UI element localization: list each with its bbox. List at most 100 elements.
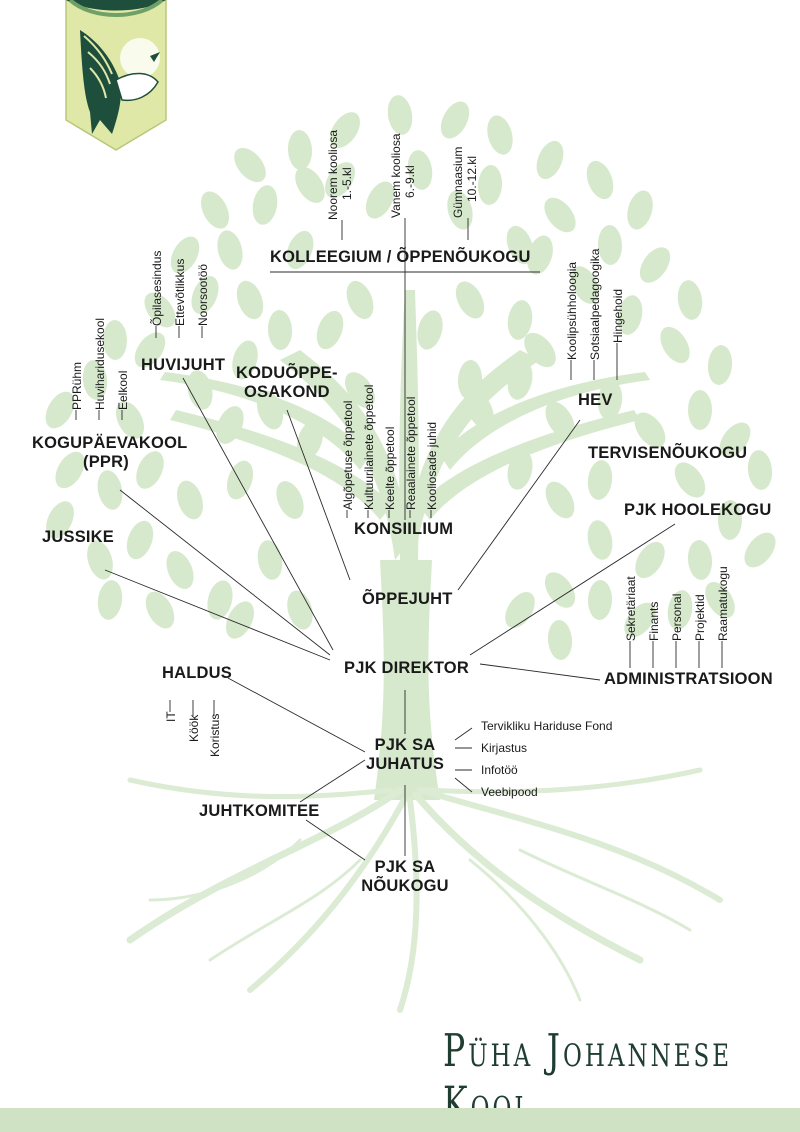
leaf [466, 391, 494, 429]
leaf [545, 481, 575, 519]
leaf [586, 160, 614, 200]
connector-line [457, 419, 581, 591]
hev-sub-3: Hingehoid [611, 288, 625, 343]
connector-line [104, 569, 331, 661]
leaf [144, 292, 176, 328]
leaf [257, 540, 283, 580]
leaf [46, 501, 74, 539]
tree-roots [126, 767, 723, 1013]
connector-line [479, 663, 601, 681]
admin-sub-2: Finants [647, 601, 661, 641]
leaf [660, 326, 690, 364]
connector-line [119, 489, 331, 656]
node-direktor: PJK DIREKTOR [344, 659, 469, 677]
haldus-sub-3: Koristus [208, 713, 222, 757]
leaf [97, 580, 123, 620]
connector-line [299, 759, 366, 803]
leaf [747, 450, 773, 490]
leaf [624, 602, 656, 638]
leaf [707, 345, 733, 385]
leaf [505, 591, 535, 629]
leaf [544, 572, 576, 608]
leaf [200, 191, 230, 229]
leaf [687, 540, 713, 580]
school-name-title: Püha Johannese Kool [443, 1024, 733, 1130]
leaf [524, 332, 556, 368]
leaf [234, 147, 266, 183]
leaf [417, 310, 443, 350]
leaf [345, 372, 375, 408]
leaf [639, 247, 671, 283]
huvijuht-sub-1: Õpilasesindus [150, 250, 164, 326]
leaf [407, 150, 433, 190]
node-hev: HEV [578, 391, 613, 409]
leaf [55, 451, 85, 489]
leaf [719, 422, 751, 458]
leaf [236, 280, 264, 320]
konsiilium-sub-2: Kultuurilainete õppetool [362, 384, 376, 510]
leaf [597, 380, 623, 420]
leaf [287, 130, 313, 170]
node-hoolekogu: PJK HOOLEKOGU [624, 501, 772, 519]
leaf [330, 112, 360, 148]
admin-sub-1: Sekretäriaat [624, 576, 638, 641]
admin-sub-3: Personal [670, 593, 684, 641]
haldus-sub-2: Köök [187, 714, 201, 742]
node-oppejuht: ÕPPEJUHT [362, 590, 453, 608]
leaf [256, 390, 284, 430]
leaf [440, 101, 470, 139]
juhatus-sub-1: Tervikliku Hariduse Fond [481, 719, 613, 733]
leaf [597, 225, 623, 265]
leaf [136, 451, 164, 489]
leaf [177, 480, 203, 520]
leaf [286, 230, 314, 270]
leaf [507, 300, 533, 340]
leaf [635, 541, 665, 579]
leaf [170, 236, 200, 274]
leaf [267, 310, 293, 350]
leaf [667, 590, 693, 630]
footer-band [0, 1108, 800, 1132]
leaf [187, 370, 213, 410]
hev-sub-1: Koolipsühholoogia [565, 261, 579, 360]
connector-line [454, 727, 473, 741]
leaf [544, 197, 576, 233]
leaf [102, 320, 128, 360]
leaf [545, 401, 575, 439]
leaf [87, 540, 113, 580]
huvijuht-sub-2: Ettevõtlikkus [173, 258, 187, 326]
connector-line [182, 377, 334, 651]
node-huvijuht: HUVIJUHT [141, 356, 226, 374]
leaf [634, 412, 666, 448]
node-jussike: JUSSIKE [42, 528, 115, 546]
leaf [717, 500, 743, 540]
connector-line [286, 409, 351, 581]
leaf [457, 360, 483, 400]
connector-line [469, 523, 676, 656]
leaf [627, 190, 653, 230]
leaf [295, 166, 325, 204]
leaf [276, 481, 304, 519]
leaf [705, 581, 735, 619]
tree-leaves [45, 95, 776, 660]
leaf [487, 115, 513, 155]
leaf [447, 190, 473, 230]
connector-line [227, 677, 366, 753]
leaf [677, 280, 703, 320]
leaf [688, 390, 712, 430]
leaf [316, 310, 344, 350]
leaf [145, 591, 175, 629]
connector-line [305, 819, 366, 861]
juhatus-sub-4: Veebipood [481, 785, 538, 799]
node-koduoppe-osakond: KODUÕPPE-OSAKOND [236, 364, 338, 401]
konsiilium-sub-1: Algõpetuse õppetool [341, 400, 355, 510]
admin-sub-5: Raamatukogu [716, 566, 730, 641]
connector-line [454, 777, 473, 793]
connector-lines [75, 218, 723, 861]
leaf [191, 276, 219, 314]
